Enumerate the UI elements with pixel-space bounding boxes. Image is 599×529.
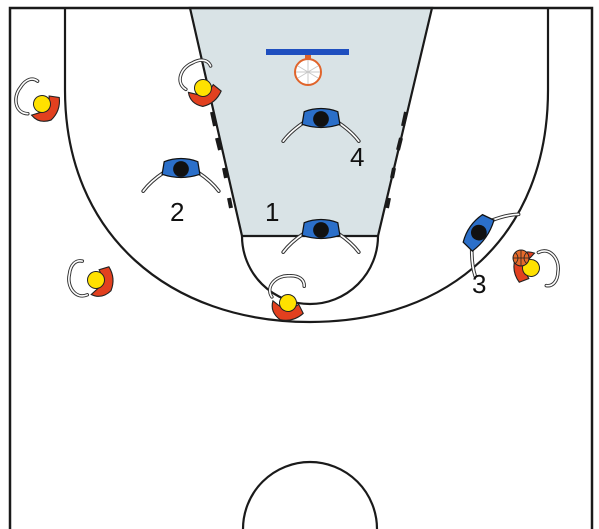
backboard (266, 49, 349, 55)
offensive-player-icon (67, 258, 114, 299)
defender-icon (143, 159, 219, 192)
defender-number: 1 (265, 197, 279, 227)
offensive-player-icon (265, 272, 312, 324)
defender-number: 2 (170, 197, 184, 227)
free-throw-circle (242, 236, 378, 304)
defender-number: 3 (472, 269, 486, 299)
center-circle (243, 462, 377, 529)
defender-number: 4 (350, 142, 364, 172)
basketball-icon (513, 250, 529, 266)
offensive-player-icon (11, 75, 65, 125)
defender-icon (449, 196, 519, 277)
